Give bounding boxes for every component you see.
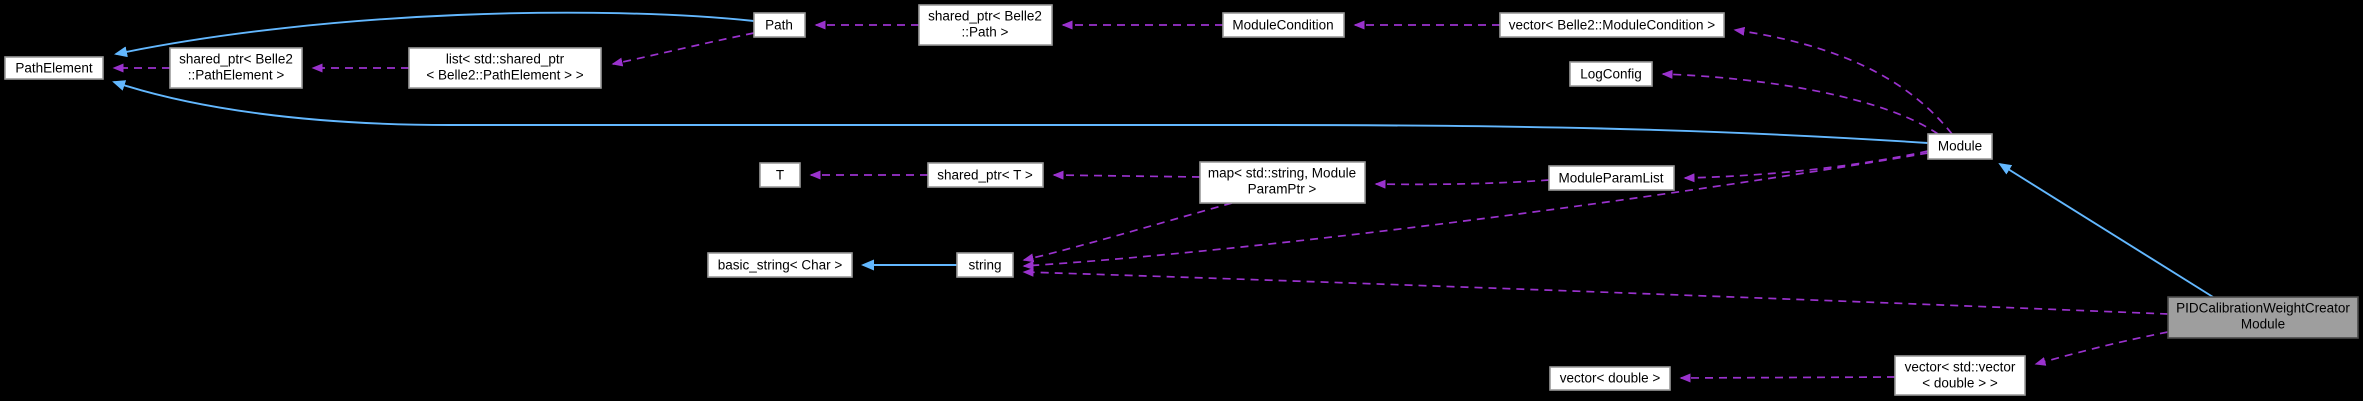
node-vector-modulecondition-label: vector< Belle2::ModuleCondition >: [1509, 18, 1715, 33]
node-list-line2: < Belle2::PathElement > >: [426, 68, 583, 83]
node-modulecondition-label: ModuleCondition: [1232, 18, 1333, 33]
edge-module-to-vectormodulecondition: [1733, 26, 1953, 135]
edge-map-to-string: [1022, 202, 1233, 263]
node-pathelement-label: PathElement: [15, 61, 93, 76]
node-map-moduleparamptr[interactable]: map< std::string, Module ParamPtr >: [1199, 161, 1366, 204]
edge-module-to-string: [1022, 152, 1929, 270]
edge-module-to-moduleparamlist: [1683, 150, 1929, 183]
node-t-label: T: [776, 168, 784, 183]
edge-vectorvectordouble-to-vectordouble: [1679, 373, 1896, 383]
node-basicstring[interactable]: basic_string< Char >: [707, 252, 853, 278]
node-basicstring-label: basic_string< Char >: [718, 258, 843, 273]
node-logconfig[interactable]: LogConfig: [1569, 61, 1653, 87]
edge-path-to-pathelement: [114, 11, 755, 58]
node-sharedptr-pathelement-line2: ::PathElement >: [188, 68, 285, 83]
node-map-line1: map< std::string, Module: [1208, 166, 1356, 181]
node-pidcalibrationweightcreatormodule: PIDCalibrationWeightCreator Module: [2167, 296, 2359, 339]
node-module[interactable]: Module: [1927, 133, 1993, 160]
node-vector-vector-double-line2: < double > >: [1922, 376, 1998, 391]
node-string-label: string: [968, 258, 1001, 273]
node-list-sharedptr-pathelement[interactable]: list< std::shared_ptr < Belle2::PathElem…: [408, 47, 602, 89]
node-sharedptr-pathelement[interactable]: shared_ptr< Belle2 ::PathElement >: [169, 47, 303, 89]
edge-moduleparamlist-to-map: [1374, 179, 1550, 189]
node-logconfig-label: LogConfig: [1580, 67, 1642, 82]
node-modulecondition[interactable]: ModuleCondition: [1222, 12, 1345, 38]
node-list-line1: list< std::shared_ptr: [446, 52, 565, 67]
node-sharedptr-path-line1: shared_ptr< Belle2: [928, 9, 1042, 24]
node-vector-modulecondition[interactable]: vector< Belle2::ModuleCondition >: [1499, 12, 1725, 38]
node-sharedptr-t[interactable]: shared_ptr< T >: [927, 162, 1044, 188]
node-vector-vector-double-line1: vector< std::vector: [1905, 360, 2016, 375]
node-string[interactable]: string: [956, 252, 1014, 278]
node-moduleparamlist-label: ModuleParamList: [1558, 171, 1663, 186]
node-pidmodule-line1: PIDCalibrationWeightCreator: [2176, 301, 2350, 316]
node-vector-double-label: vector< double >: [1560, 371, 1661, 386]
node-sharedptr-t-label: shared_ptr< T >: [937, 168, 1033, 183]
node-t[interactable]: T: [759, 162, 801, 188]
edge-module-to-logconfig: [1661, 69, 1939, 135]
node-pathelement[interactable]: PathElement: [4, 56, 104, 80]
edge-path-to-list: [611, 32, 755, 67]
node-path-label: Path: [765, 18, 793, 33]
node-sharedptr-pathelement-line1: shared_ptr< Belle2: [179, 52, 293, 67]
node-sharedptr-path-line2: ::Path >: [962, 25, 1009, 40]
node-vector-vector-double[interactable]: vector< std::vector < double > >: [1894, 355, 2026, 396]
node-sharedptr-path[interactable]: shared_ptr< Belle2 ::Path >: [918, 4, 1053, 46]
node-pidmodule-line2: Module: [2241, 317, 2285, 332]
edge-module-to-pathelement: [112, 80, 1929, 144]
edge-map-to-sharedptrt: [1052, 170, 1201, 180]
node-moduleparamlist[interactable]: ModuleParamList: [1548, 165, 1675, 191]
edge-pidmodule-to-vectorvectordouble: [2034, 331, 2169, 366]
node-map-line2: ParamPtr >: [1248, 182, 1317, 197]
node-vector-double[interactable]: vector< double >: [1549, 366, 1671, 391]
edge-pidmodule-to-module: [1998, 162, 2214, 298]
node-module-label: Module: [1938, 139, 1982, 154]
edge-pidmodule-to-string: [1022, 267, 2169, 315]
node-path[interactable]: Path: [753, 12, 806, 38]
